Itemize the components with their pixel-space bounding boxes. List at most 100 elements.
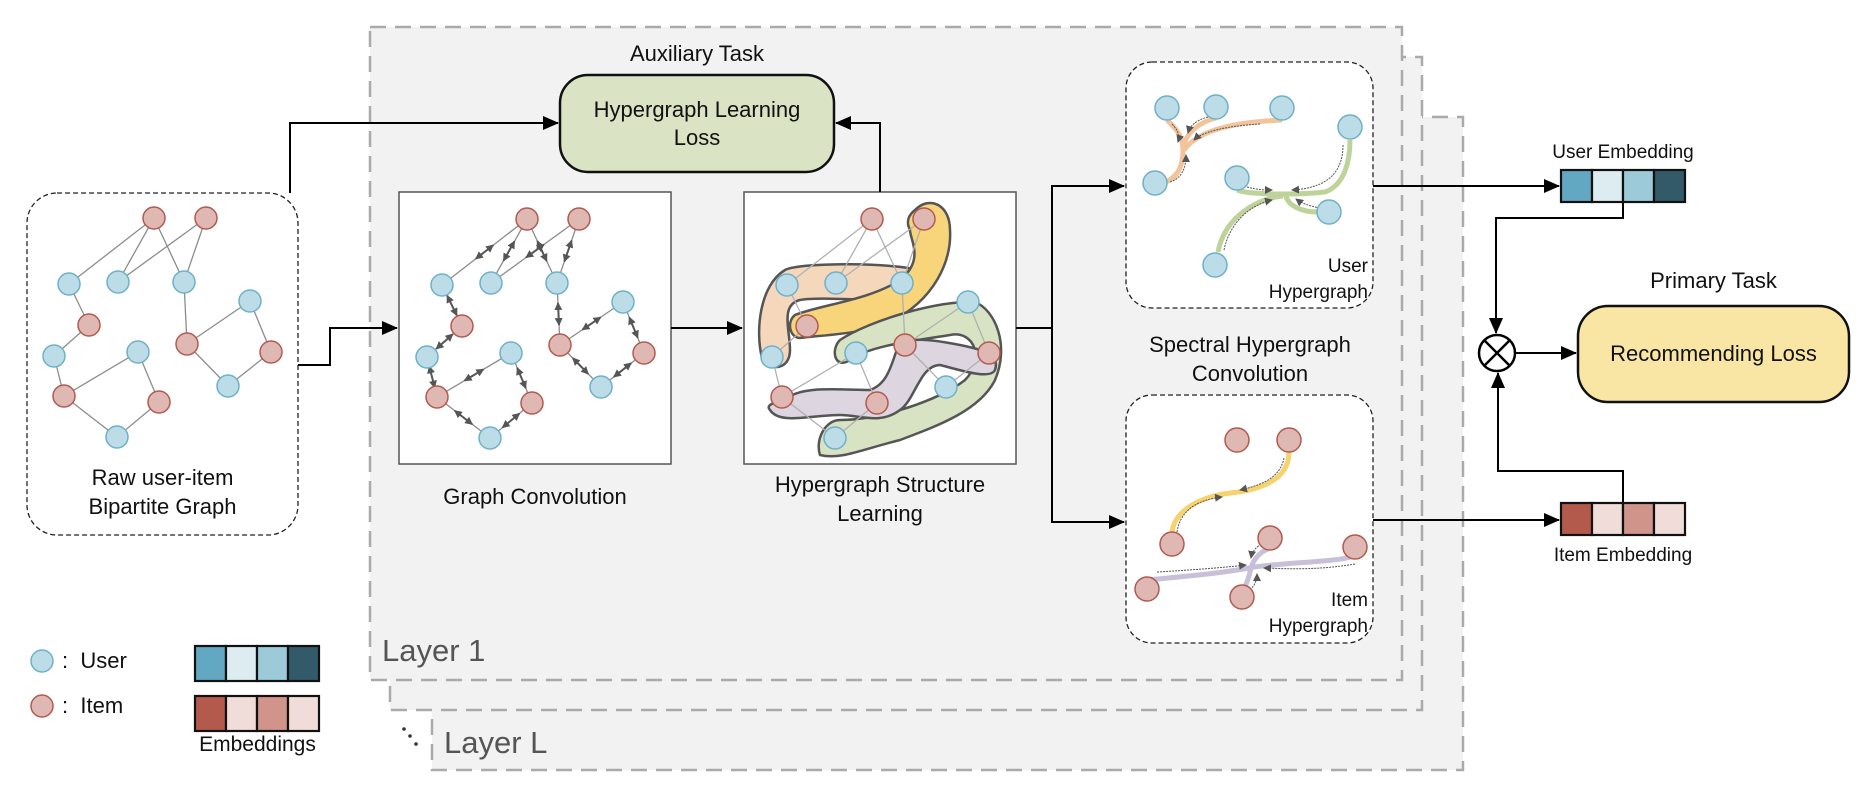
item-hypergraph-label-line1: Item	[1331, 590, 1368, 611]
user-node	[545, 271, 569, 295]
message-arrow	[1186, 116, 1209, 134]
user-node	[1337, 114, 1363, 140]
user-node	[775, 273, 799, 297]
message-passing-arrow	[502, 240, 516, 262]
item-hypergraph-label-line2: Hypergraph	[1268, 616, 1368, 637]
graph-edge	[153, 217, 185, 283]
user-node	[42, 344, 66, 368]
item-hypergraph-edges	[1146, 451, 1356, 591]
flow-arrows	[289, 116, 1624, 529]
aux-loss-line2: Loss	[673, 124, 721, 150]
item-node	[1342, 534, 1368, 560]
green-hyperedge-curve	[1236, 139, 1353, 197]
message-passing-arrow	[463, 368, 485, 382]
user-node	[105, 425, 129, 449]
layer-ellipsis-icon	[402, 727, 418, 746]
legend-item-icon	[30, 694, 54, 718]
embedding-cell	[286, 694, 321, 733]
message-arrow	[1176, 493, 1223, 533]
message-arrow	[1239, 457, 1285, 493]
embedding-cell	[1559, 501, 1594, 537]
message-passing-arrow	[454, 409, 473, 426]
user-node	[57, 272, 81, 296]
message-passing-arrow	[562, 239, 574, 263]
legend-user-icon	[30, 649, 54, 673]
hsl-caption: Hypergraph Structure Learning	[734, 470, 1026, 528]
arrow-item-emb-to-product	[1491, 372, 1624, 503]
legend-user-separator: :	[62, 648, 69, 673]
item-hypergraph-label: Item Hypergraph	[1240, 588, 1368, 640]
graph-edge	[117, 217, 155, 283]
recommending-loss-box	[1576, 304, 1851, 404]
hsl-caption-line2: Learning	[837, 501, 923, 526]
message-arrow	[1223, 197, 1273, 251]
arrow-to-item-hypergraph	[1051, 328, 1125, 529]
embedding-cell	[1652, 501, 1687, 537]
arrow-hsl-to-aux-loss	[835, 116, 881, 192]
aux-loss-line1: Hypergraph Learning	[593, 96, 801, 122]
hyperedge-yellow	[788, 201, 952, 340]
item-node	[515, 207, 539, 231]
user-node	[890, 271, 914, 295]
user-node	[499, 341, 523, 365]
embedding-cell	[286, 644, 321, 683]
auxiliary-task-title: Auxiliary Task	[629, 41, 765, 66]
user-node	[1142, 170, 1168, 196]
item-node	[425, 385, 449, 409]
item-node	[977, 341, 1001, 365]
legend-item: : Item	[62, 693, 123, 719]
graph-edge	[904, 301, 969, 346]
user-node	[430, 273, 454, 297]
item-node	[893, 333, 917, 357]
item-node	[1134, 576, 1160, 602]
item-node	[567, 207, 591, 231]
elementwise-product-icon	[1477, 333, 1517, 373]
user-node	[824, 271, 848, 295]
primary-task-title: Primary Task	[1650, 268, 1777, 293]
item-node	[77, 313, 101, 337]
message-passing-arrow	[525, 243, 545, 259]
graph-edge	[835, 218, 925, 284]
embedding-cell	[224, 694, 259, 733]
graph-convolution-graph	[415, 207, 656, 450]
item-embedding-label: Item Embedding	[1553, 545, 1693, 566]
user-node	[238, 289, 262, 313]
legend-item-separator: :	[62, 693, 69, 718]
user-node	[1316, 199, 1342, 225]
item-embedding-vector	[1559, 501, 1687, 537]
message-arrow	[1171, 123, 1185, 143]
item-node	[450, 314, 474, 338]
layer-L-label: Layer L	[444, 725, 548, 760]
graph-convolution-caption: Graph Convolution	[443, 484, 627, 509]
message-passing-arrow	[475, 244, 494, 260]
purple-hyperedge-curve	[1146, 553, 1355, 583]
user-node	[415, 345, 439, 369]
message-passing-arrow	[628, 316, 639, 339]
item-node	[860, 207, 884, 231]
item-node	[770, 385, 794, 409]
graph-edge	[68, 217, 155, 285]
spectral-caption-line2: Convolution	[1191, 361, 1309, 386]
item-node	[1229, 584, 1255, 610]
user-node	[172, 270, 196, 294]
item-node	[1159, 531, 1185, 557]
message-arrow	[1295, 198, 1321, 209]
user-hypergraph-nodes	[1142, 94, 1363, 278]
arrow-user-emb-to-product	[1489, 202, 1624, 334]
legend-user: : User	[62, 648, 127, 674]
graph-edge	[117, 217, 207, 283]
hsl-caption-line1: Hypergraph Structure	[774, 472, 986, 497]
layer-1-label: Layer 1	[382, 633, 486, 668]
item-node	[259, 340, 283, 364]
message-arrow	[1263, 563, 1356, 573]
arrow-raw-to-graph-convolution	[298, 321, 398, 366]
user-embedding-label: User Embedding	[1552, 142, 1694, 163]
item-node	[632, 341, 656, 365]
user-node	[216, 374, 240, 398]
item-node	[147, 390, 171, 414]
message-passing-arrow	[446, 294, 458, 317]
green-hyperedge-curve	[1215, 193, 1284, 253]
legend-item-label: Item	[80, 693, 124, 718]
user-node	[478, 426, 502, 450]
